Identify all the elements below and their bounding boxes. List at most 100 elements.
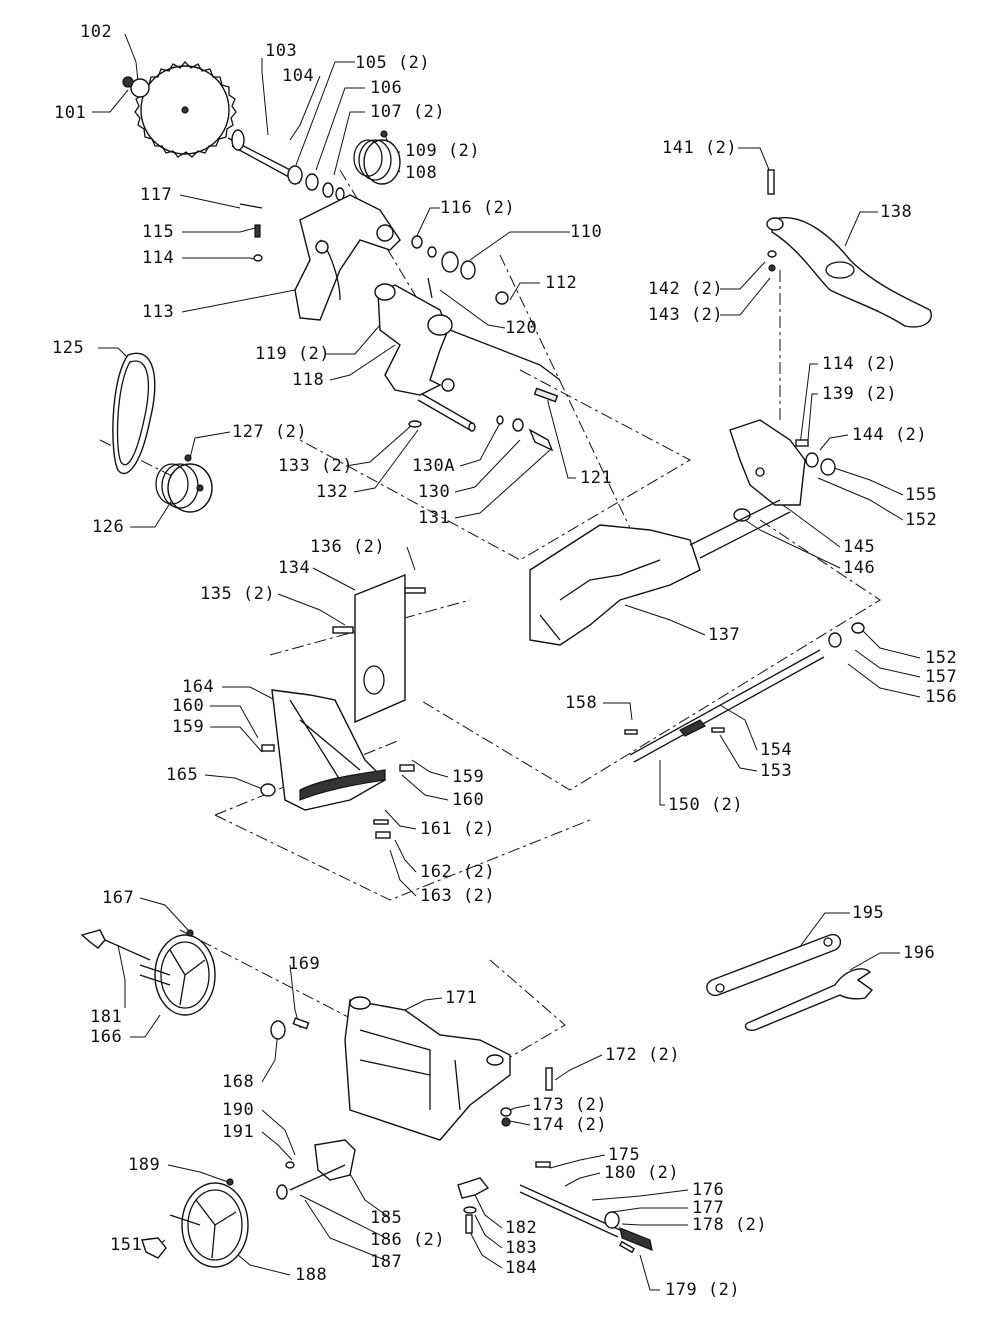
- callout-141: 141 (2): [662, 138, 738, 158]
- callout-114a: 114: [142, 248, 175, 268]
- callout-119: 119 (2): [255, 344, 331, 364]
- callout-189: 189: [128, 1155, 161, 1175]
- callout-109: 109 (2): [405, 141, 481, 161]
- arbor-bracket-113: [239, 194, 401, 321]
- callout-115: 115: [142, 222, 175, 242]
- callout-160b: 160: [452, 790, 485, 810]
- callout-151: 151: [110, 1235, 143, 1255]
- handwheel-166: [80, 929, 216, 1016]
- callout-105: 105 (2): [355, 53, 431, 73]
- callout-138: 138: [880, 202, 913, 222]
- callout-103: 103: [265, 41, 298, 61]
- callout-150: 150 (2): [668, 795, 744, 815]
- callout-195: 195: [852, 903, 885, 923]
- callout-155: 155: [905, 485, 938, 505]
- handwheel-188: [141, 1178, 249, 1268]
- callout-107: 107 (2): [370, 102, 446, 122]
- callout-114b: 114 (2): [822, 354, 898, 374]
- bearings-110-112: [411, 235, 509, 305]
- callout-196: 196: [903, 943, 936, 963]
- callout-167: 167: [102, 888, 135, 908]
- gear-quadrant-164: [260, 689, 415, 839]
- callout-137: 137: [708, 625, 741, 645]
- callout-175: 175: [608, 1145, 641, 1165]
- callout-177: 177: [692, 1198, 725, 1218]
- wrench-195: [706, 933, 842, 997]
- callout-108: 108: [405, 163, 438, 183]
- callout-102: 102: [80, 22, 113, 42]
- callout-152b: 152: [925, 648, 958, 668]
- callout-172: 172 (2): [605, 1045, 681, 1065]
- callout-146: 146: [843, 558, 876, 578]
- callout-153: 153: [760, 761, 793, 781]
- callout-174: 174 (2): [532, 1115, 608, 1135]
- callout-183: 183: [505, 1238, 538, 1258]
- leader-lines: [92, 33, 921, 1291]
- lever-138: [766, 169, 932, 328]
- callout-164: 164: [182, 677, 215, 697]
- lead-screw-154: [624, 622, 865, 763]
- callout-101: 101: [54, 103, 87, 123]
- callout-130A: 130A: [412, 456, 455, 476]
- washer-168-screw-169: [270, 1017, 310, 1040]
- bracket-185: [276, 1139, 356, 1200]
- callout-181: 181: [90, 1007, 123, 1027]
- callout-157: 157: [925, 667, 958, 687]
- wrench-196: [744, 968, 874, 1032]
- callout-132: 132: [316, 482, 349, 502]
- callout-143: 143 (2): [648, 305, 724, 325]
- callout-165: 165: [166, 765, 199, 785]
- trunnion-casting-137: [529, 499, 791, 646]
- front-plate-145: [729, 419, 836, 522]
- plate-134: [332, 573, 426, 724]
- callout-171: 171: [445, 988, 478, 1008]
- callout-104: 104: [282, 66, 315, 86]
- callout-188: 188: [295, 1265, 328, 1285]
- callout-145: 145: [843, 537, 876, 557]
- callout-131: 131: [418, 508, 451, 528]
- bracket-182: [457, 1177, 490, 1234]
- callout-120: 120: [505, 318, 538, 338]
- arbor-shaft: [227, 129, 345, 201]
- callout-127: 127 (2): [232, 422, 308, 442]
- callout-159b: 159: [452, 767, 485, 787]
- callout-190: 190: [222, 1100, 255, 1120]
- callout-121: 121: [580, 468, 613, 488]
- callout-117: 117: [140, 185, 173, 205]
- base-casting-171: [344, 996, 553, 1141]
- callout-163: 163 (2): [420, 886, 496, 906]
- callout-184: 184: [505, 1258, 538, 1278]
- callout-191: 191: [222, 1122, 255, 1142]
- callout-130: 130: [418, 482, 451, 502]
- callout-142: 142 (2): [648, 279, 724, 299]
- callout-152a: 152: [905, 510, 938, 530]
- callout-168: 168: [222, 1072, 255, 1092]
- callout-154: 154: [760, 740, 793, 760]
- callout-136: 136 (2): [310, 537, 386, 557]
- callout-176: 176: [692, 1180, 725, 1200]
- callout-160a: 160: [172, 696, 205, 716]
- saw-blade: [122, 61, 237, 158]
- callout-169: 169: [288, 954, 321, 974]
- callout-161: 161 (2): [420, 819, 496, 839]
- callout-110: 110: [570, 222, 603, 242]
- callout-182: 182: [505, 1218, 538, 1238]
- callout-156: 156: [925, 687, 958, 707]
- pulley-108: [353, 130, 401, 185]
- callout-118: 118: [292, 370, 325, 390]
- callout-139: 139 (2): [822, 384, 898, 404]
- pivot-shaft-132: [408, 387, 559, 452]
- callout-134: 134: [278, 558, 311, 578]
- callout-144: 144 (2): [852, 425, 928, 445]
- callout-106: 106: [370, 78, 403, 98]
- callout-125: 125: [52, 338, 85, 358]
- callout-187: 187: [370, 1252, 403, 1272]
- callout-159a: 159: [172, 717, 205, 737]
- callout-185: 185: [370, 1208, 403, 1228]
- callout-162: 162 (2): [420, 862, 496, 882]
- callout-186: 186 (2): [370, 1230, 446, 1250]
- callout-180: 180 (2): [604, 1163, 680, 1183]
- trunnion-118: [374, 283, 561, 396]
